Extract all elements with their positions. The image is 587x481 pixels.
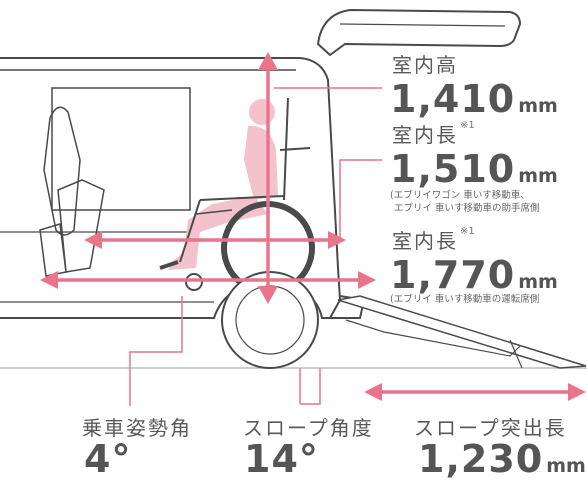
interior-height-label: 室内高 [392, 53, 458, 77]
slope-angle-unit: ° [298, 437, 318, 481]
interior-length-1-number: 1,510 [390, 147, 516, 191]
passenger-body [244, 125, 278, 200]
interior-length-1-mark: ※1 [460, 120, 475, 131]
interior-length-1-arrow [84, 231, 346, 249]
interior-height-arrow [258, 52, 278, 304]
interior-length-1-note-2: エブリイ 車いす移動車の助手席側 [394, 203, 540, 214]
interior-height-number: 1,410 [390, 77, 516, 121]
slope-protrusion-label: スロープ突出長 [414, 416, 567, 440]
boarding-angle-label: 乗車姿勢角 [82, 416, 192, 440]
slope-ramp [337, 295, 587, 369]
slope-angle-value: 14° [244, 440, 318, 478]
interior-length-2-mark: ※1 [460, 226, 475, 237]
leader-interior-length-1 [339, 159, 382, 240]
interior-length-1-note-1: (エブリイワゴン 車いす移動車、 [390, 190, 530, 201]
leader-slope-angle [300, 368, 321, 405]
boarding-angle-value: 4° [84, 440, 130, 478]
van-side-window [51, 87, 191, 211]
boarding-angle-number: 4 [84, 437, 112, 481]
interior-length-1-label-text: 室内長 [392, 123, 458, 147]
slope-angle-label: スロープ角度 [243, 416, 374, 440]
interior-length-2-arrow [40, 271, 376, 289]
open-tailgate [316, 8, 522, 57]
interior-length-1-label: 室内長※1 [392, 121, 475, 147]
interior-height-unit: mm [518, 95, 558, 117]
rear-seat-back [43, 106, 81, 236]
slope-protrusion-unit: mm [546, 455, 586, 477]
interior-length-1-unit: mm [518, 165, 558, 187]
slope-protrusion-arrow [364, 383, 586, 401]
slope-angle-number: 14 [244, 437, 299, 481]
slope-ramp-strut [509, 339, 523, 369]
rear-seat-cushion-2 [39, 223, 67, 277]
interior-length-2-unit: mm [518, 271, 558, 293]
interior-length-2-note: (エブリイ 車いす移動車の運転席側 [390, 294, 540, 305]
passenger-head [249, 99, 275, 125]
boarding-angle-unit: ° [111, 437, 131, 481]
interior-length-2-number: 1,770 [390, 253, 516, 297]
interior-length-2-label-text: 室内長 [392, 229, 458, 253]
tailgate-inner-line [339, 23, 506, 27]
leader-boarding-angle [129, 296, 183, 406]
interior-length-2-label: 室内長※1 [392, 227, 475, 253]
slope-protrusion-number: 1,230 [418, 437, 544, 481]
